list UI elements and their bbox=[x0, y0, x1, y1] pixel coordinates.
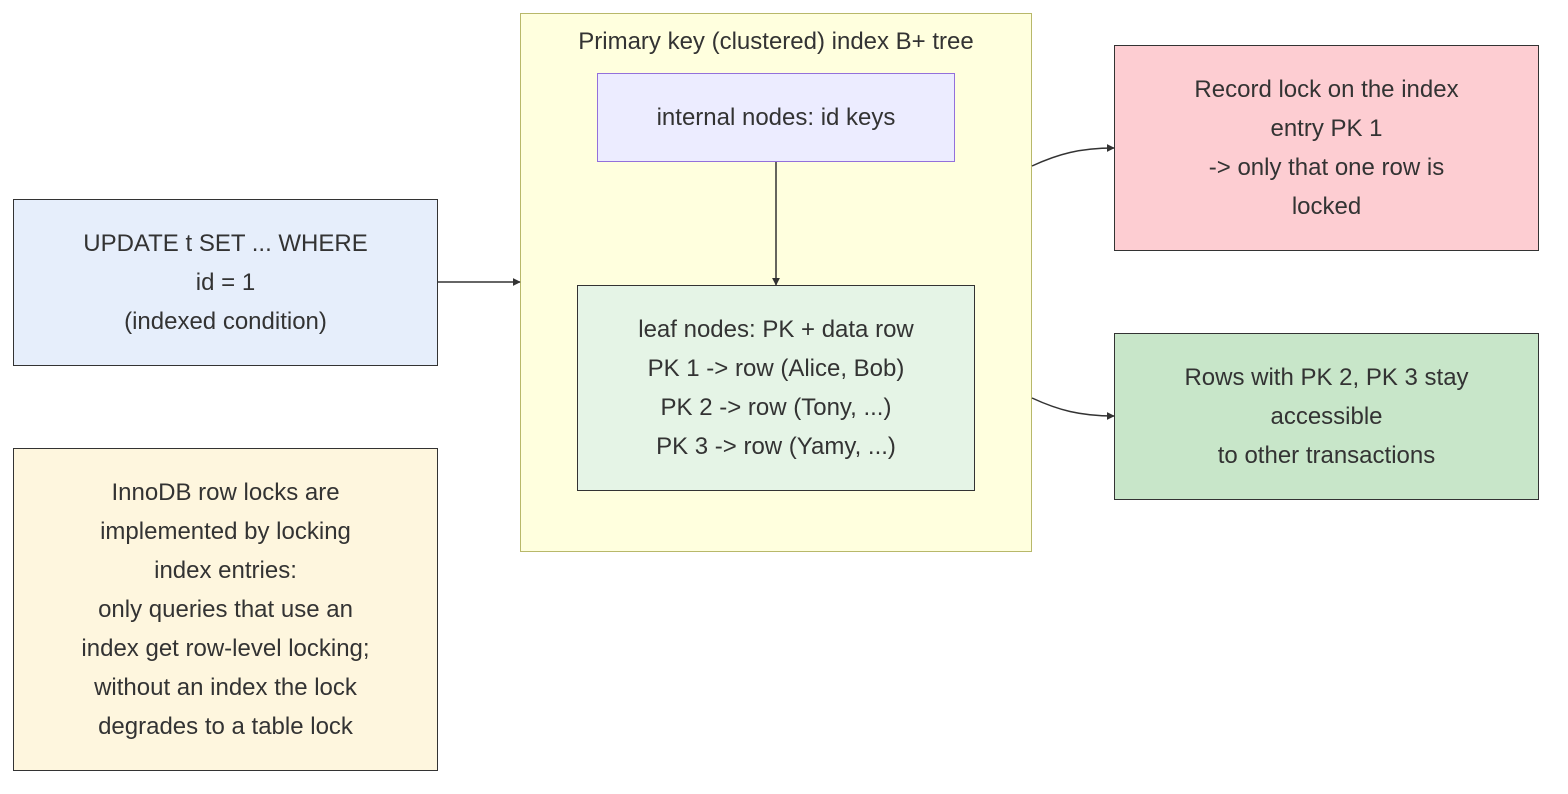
node-text-line: leaf nodes: PK + data row bbox=[638, 316, 914, 343]
accessible-rows-node: Rows with PK 2, PK 3 stay accessible to … bbox=[1114, 333, 1539, 500]
node-text-line: -> only that one row is bbox=[1208, 154, 1445, 181]
node-text-line: Rows with PK 2, PK 3 stay bbox=[1184, 364, 1469, 391]
edge-cluster-to-accessible bbox=[1031, 397, 1115, 420]
node-text-line: implemented by locking bbox=[100, 518, 351, 545]
node-text-line: index entries: bbox=[154, 557, 297, 584]
node-text-line: internal nodes: id keys bbox=[656, 104, 896, 131]
edge-cluster-to-record-lock bbox=[1031, 144, 1115, 167]
node-text-line: locked bbox=[1291, 193, 1362, 220]
update-query-node: UPDATE t SET ... WHERE id = 1 (indexed c… bbox=[13, 199, 438, 366]
node-text-line: entry PK 1 bbox=[1270, 115, 1383, 142]
node-text-line: PK 1 -> row (Alice, Bob) bbox=[647, 355, 905, 382]
node-text-line: accessible bbox=[1270, 403, 1383, 430]
cluster-title: Primary key (clustered) index B+ tree bbox=[578, 28, 974, 55]
node-text-line: InnoDB row locks are bbox=[111, 479, 340, 506]
node-text-line: index get row-level locking; bbox=[81, 635, 370, 662]
node-text-line: UPDATE t SET ... WHERE bbox=[83, 230, 368, 257]
internal-nodes-node: internal nodes: id keys bbox=[597, 73, 955, 162]
node-text-line: without an index the lock bbox=[94, 674, 357, 701]
node-text-line: degrades to a table lock bbox=[98, 713, 353, 740]
record-lock-node: Record lock on the index entry PK 1 -> o… bbox=[1114, 45, 1539, 251]
innodb-note-node: InnoDB row locks are implemented by lock… bbox=[13, 448, 438, 771]
leaf-nodes-node: leaf nodes: PK + data row PK 1 -> row (A… bbox=[577, 285, 975, 491]
node-text-line: PK 3 -> row (Yamy, ...) bbox=[656, 433, 896, 460]
node-text-line: id = 1 bbox=[195, 269, 256, 296]
node-text-line: Record lock on the index bbox=[1194, 76, 1459, 103]
node-text-line: PK 2 -> row (Tony, ...) bbox=[660, 394, 892, 421]
node-text-line: to other transactions bbox=[1217, 442, 1436, 469]
node-text-line: only queries that use an bbox=[98, 596, 353, 623]
node-text-line: (indexed condition) bbox=[124, 308, 327, 335]
